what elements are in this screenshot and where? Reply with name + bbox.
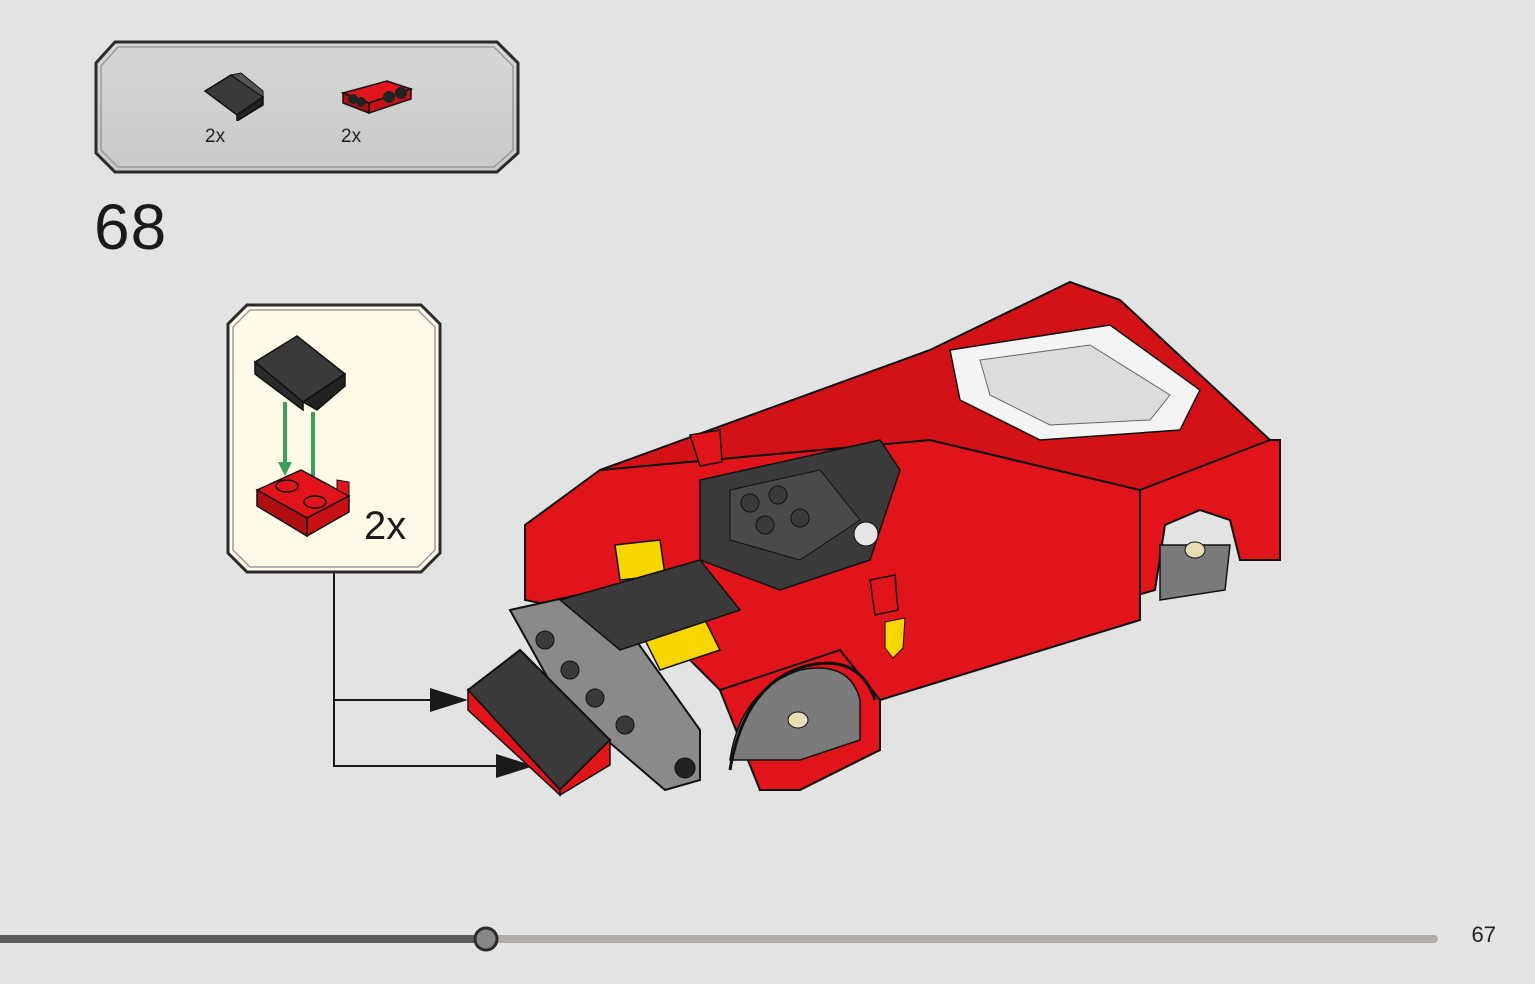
black-slope-2x2-icon bbox=[203, 72, 265, 121]
parts-list-box: 2x 2x bbox=[93, 39, 521, 175]
part-quantity-1: 2x bbox=[205, 126, 226, 147]
parts-list-frame bbox=[94, 40, 520, 174]
instruction-progress-bar bbox=[0, 926, 1438, 952]
sub-assembly-box: 2x bbox=[225, 302, 443, 575]
part-quantity-2: 2x bbox=[341, 126, 362, 147]
exploded-assembly-illustration bbox=[253, 335, 351, 538]
red-plate-1x2-with-wheel-holders-icon bbox=[340, 80, 414, 115]
sub-assembly-quantity: 2x bbox=[364, 504, 407, 548]
progress-marker bbox=[473, 926, 499, 952]
car-model-illustration bbox=[466, 280, 1281, 797]
page-number: 67 bbox=[1471, 922, 1496, 947]
ferrari-badge-icon bbox=[884, 617, 906, 659]
placement-arrow-icon bbox=[430, 688, 468, 712]
placement-arrow-icon bbox=[496, 754, 534, 778]
step-number: 68 bbox=[94, 191, 168, 263]
